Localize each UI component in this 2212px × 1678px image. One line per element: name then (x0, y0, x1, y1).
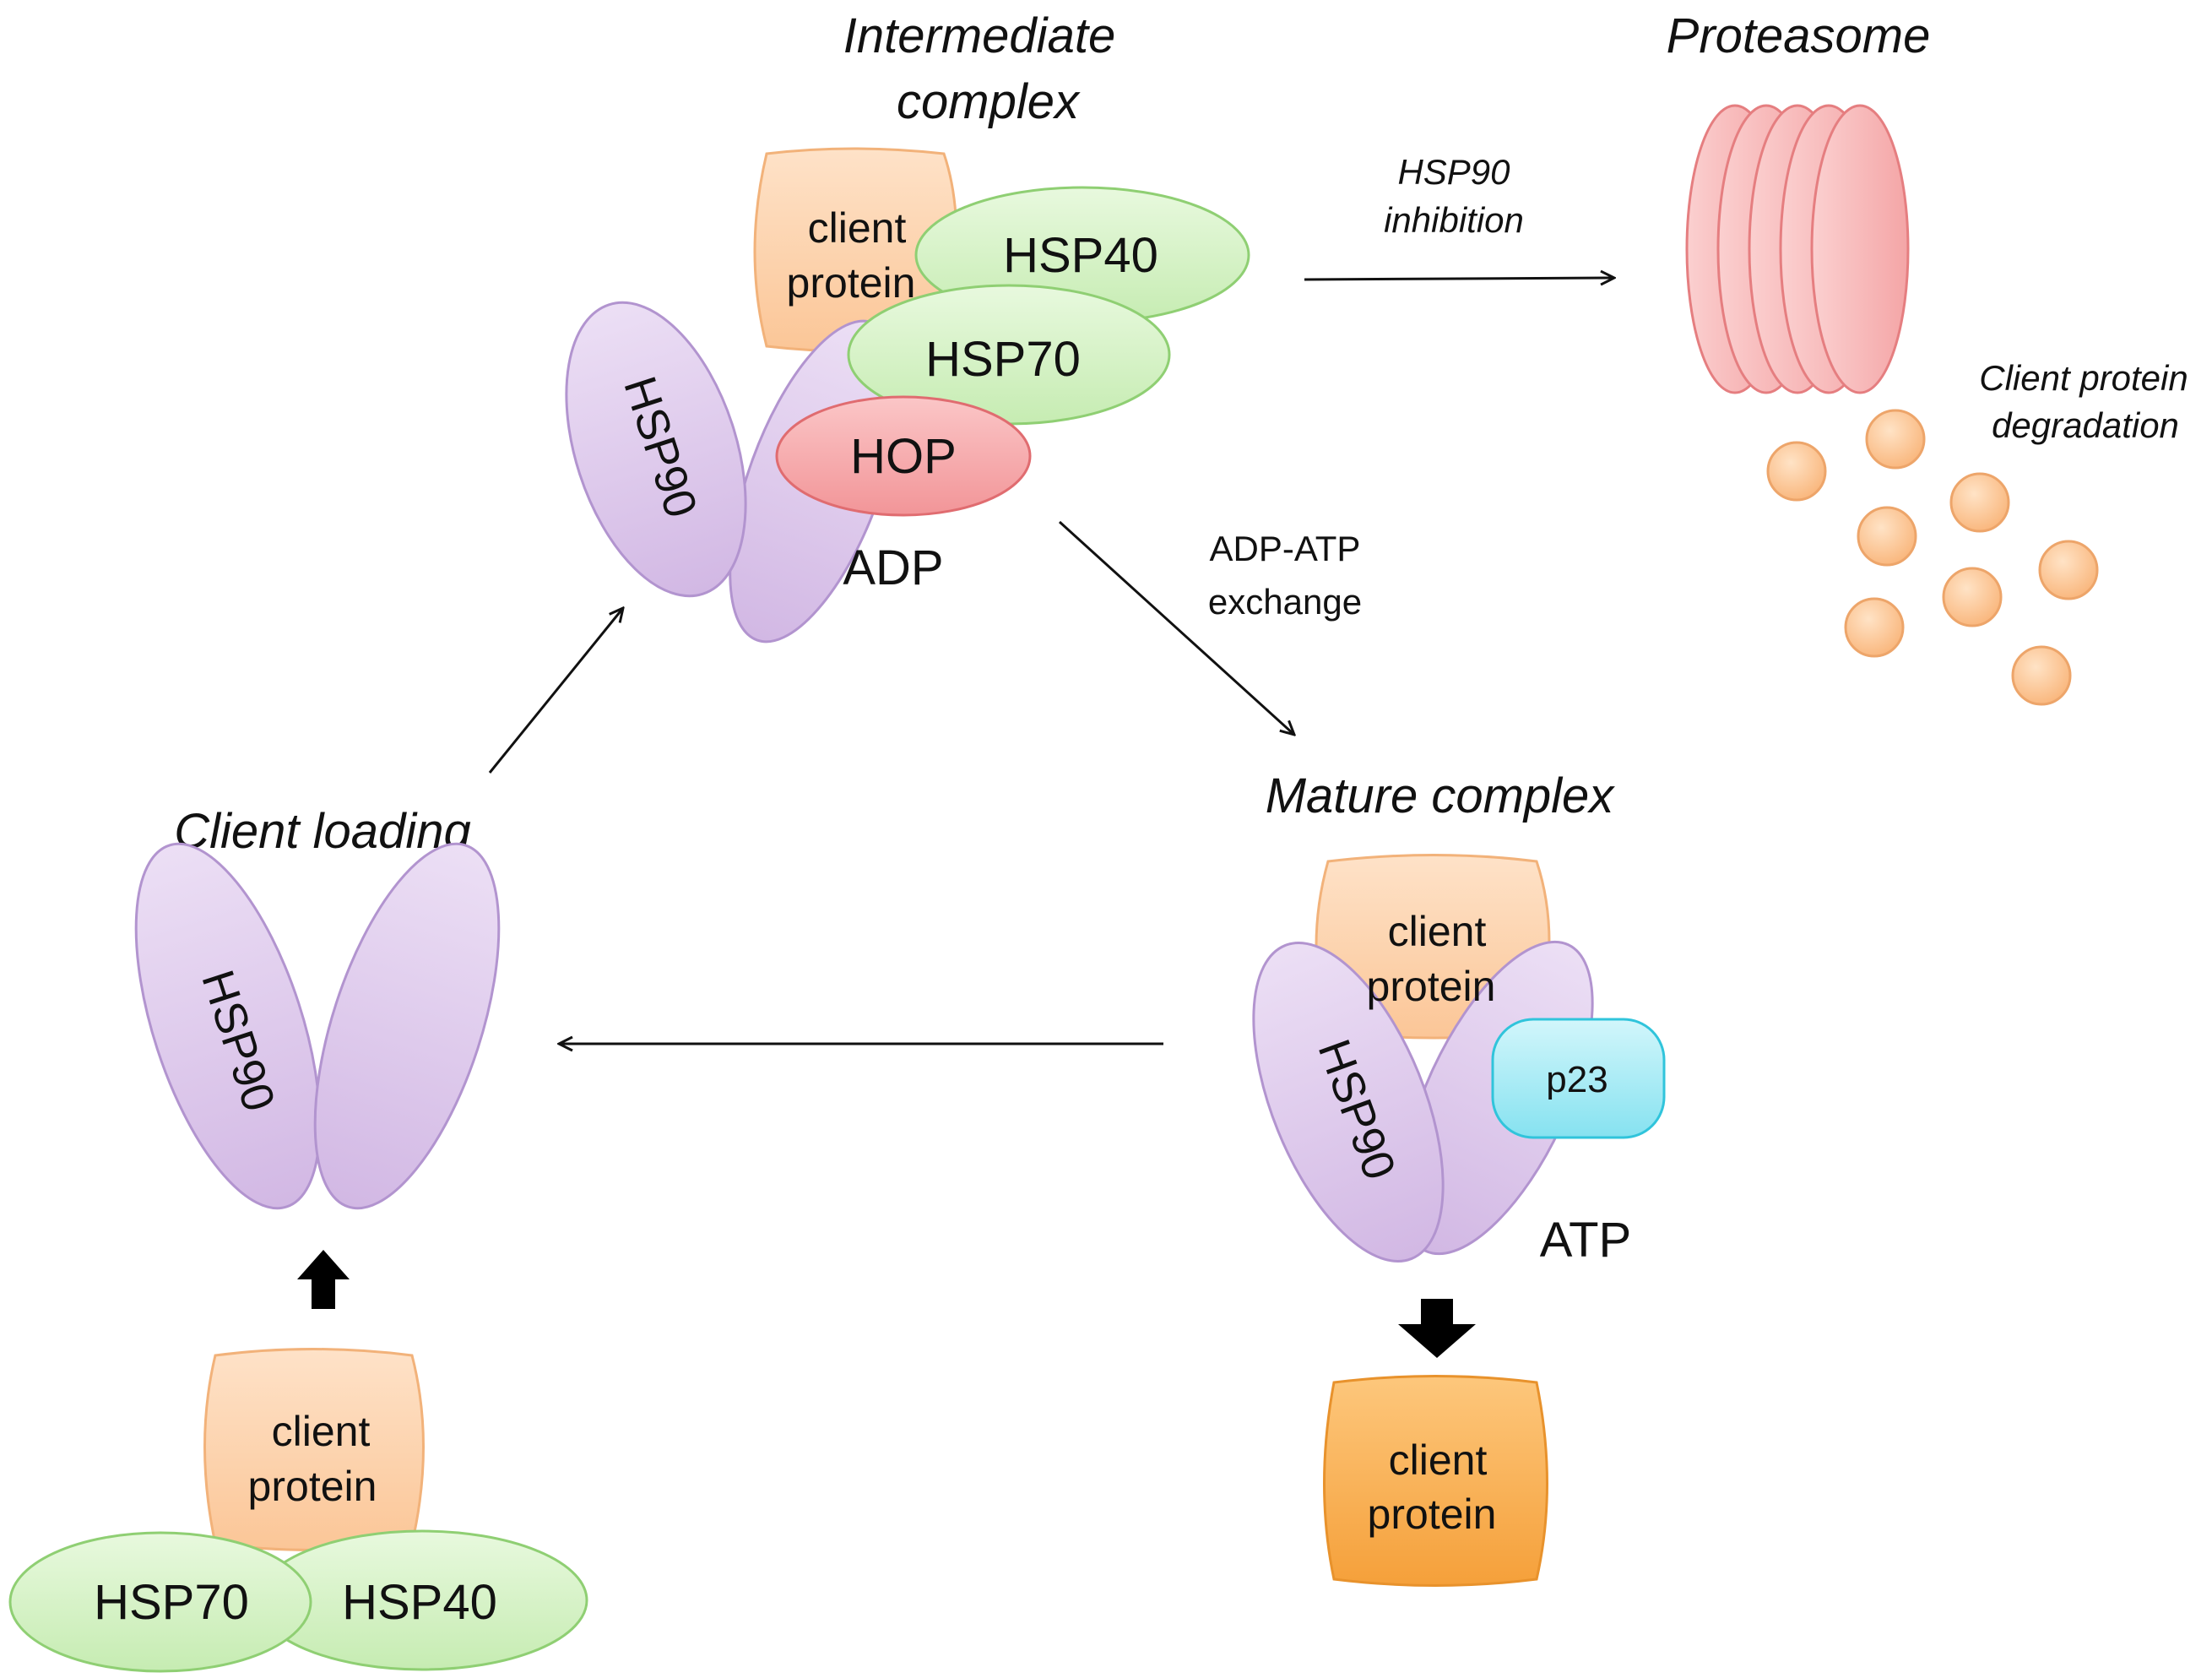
degraded-fragments (1766, 409, 2099, 706)
protein-fragment (1949, 472, 2010, 533)
hsp90-inhibition-label-line1: HSP90 (1397, 152, 1510, 192)
block-arrow-up (297, 1250, 350, 1309)
hsp90-left-arm (1252, 942, 1445, 1263)
hsp90-left-arm (565, 301, 747, 598)
hop-label: HOP (850, 429, 957, 484)
client-loading-title: Client loading (174, 804, 470, 859)
hsp70-shape (8, 1531, 312, 1673)
protein-fragment (1766, 441, 1827, 502)
adp-atp-exchange-label-line2: exchange (1208, 582, 1362, 622)
mature-complex: client protein p23 HSP90 ATP (1252, 854, 1666, 1268)
adp-atp-exchange-label-line1: ADP-ATP (1210, 529, 1361, 568)
released-client-protein: client protein (1323, 1375, 1548, 1587)
client-protein-label-line1: client (808, 204, 907, 252)
protein-fragment (1865, 409, 1926, 470)
degradation-label-line2: degradation (1992, 405, 2179, 445)
client-protein-label-line1: client (1389, 1436, 1488, 1484)
adp-label: ADP (843, 540, 943, 595)
intermediate-complex: client protein HSP40 HSP70 HOP HSP90 ADP (565, 147, 1250, 644)
hsp90-right-arm (313, 842, 501, 1210)
hsp90-left-arm (134, 842, 322, 1210)
intermediate-complex-title-line1: Intermediate (843, 8, 1115, 63)
p23-label: p23 (1546, 1059, 1607, 1100)
client-protein-label-line2: protein (1367, 963, 1496, 1010)
intermediate-complex-title-line2: complex (897, 74, 1081, 129)
client-chaperone-complex: client protein HSP70 HSP40 (8, 1348, 588, 1673)
client-loading-arrow (488, 608, 623, 774)
client-protein-label-line2: protein (1368, 1491, 1497, 1538)
proteasome-title: Proteasome (1667, 8, 1931, 63)
hsp90-inhibition-arrow (1304, 278, 1614, 280)
protein-fragment (1942, 567, 2003, 627)
client-protein-shape (1323, 1375, 1548, 1587)
p23-shape (1491, 1018, 1666, 1139)
hsp70-label: HSP70 (925, 332, 1081, 387)
client-protein-label-line2: protein (787, 259, 916, 307)
proteasome (1685, 104, 1910, 394)
hop-shape (775, 395, 1032, 517)
protein-fragment (1857, 506, 1917, 567)
protein-fragment (2038, 540, 2099, 600)
degradation-label-line1: Client protein (1979, 358, 2188, 398)
protein-fragment (2011, 645, 2072, 706)
hsp40-label: HSP40 (1003, 228, 1158, 283)
client-protein-label-line2: protein (248, 1463, 377, 1510)
client-protein-label-line1: client (1388, 908, 1487, 955)
adp-atp-exchange-arrow (1058, 520, 1294, 735)
hsp40-label: HSP40 (342, 1575, 497, 1630)
atp-label: ATP (1540, 1213, 1632, 1268)
client-protein-label-line1: client (272, 1408, 371, 1455)
protein-fragment (1844, 597, 1905, 658)
hsp70-label: HSP70 (94, 1575, 249, 1630)
hsp90-inhibition-label-line2: inhibition (1384, 200, 1524, 240)
block-arrow-down (1398, 1299, 1476, 1358)
mature-complex-title: Mature complex (1266, 768, 1616, 823)
open-hsp90-dimer: HSP90 (134, 842, 501, 1210)
proteasome-ring (1810, 104, 1910, 394)
